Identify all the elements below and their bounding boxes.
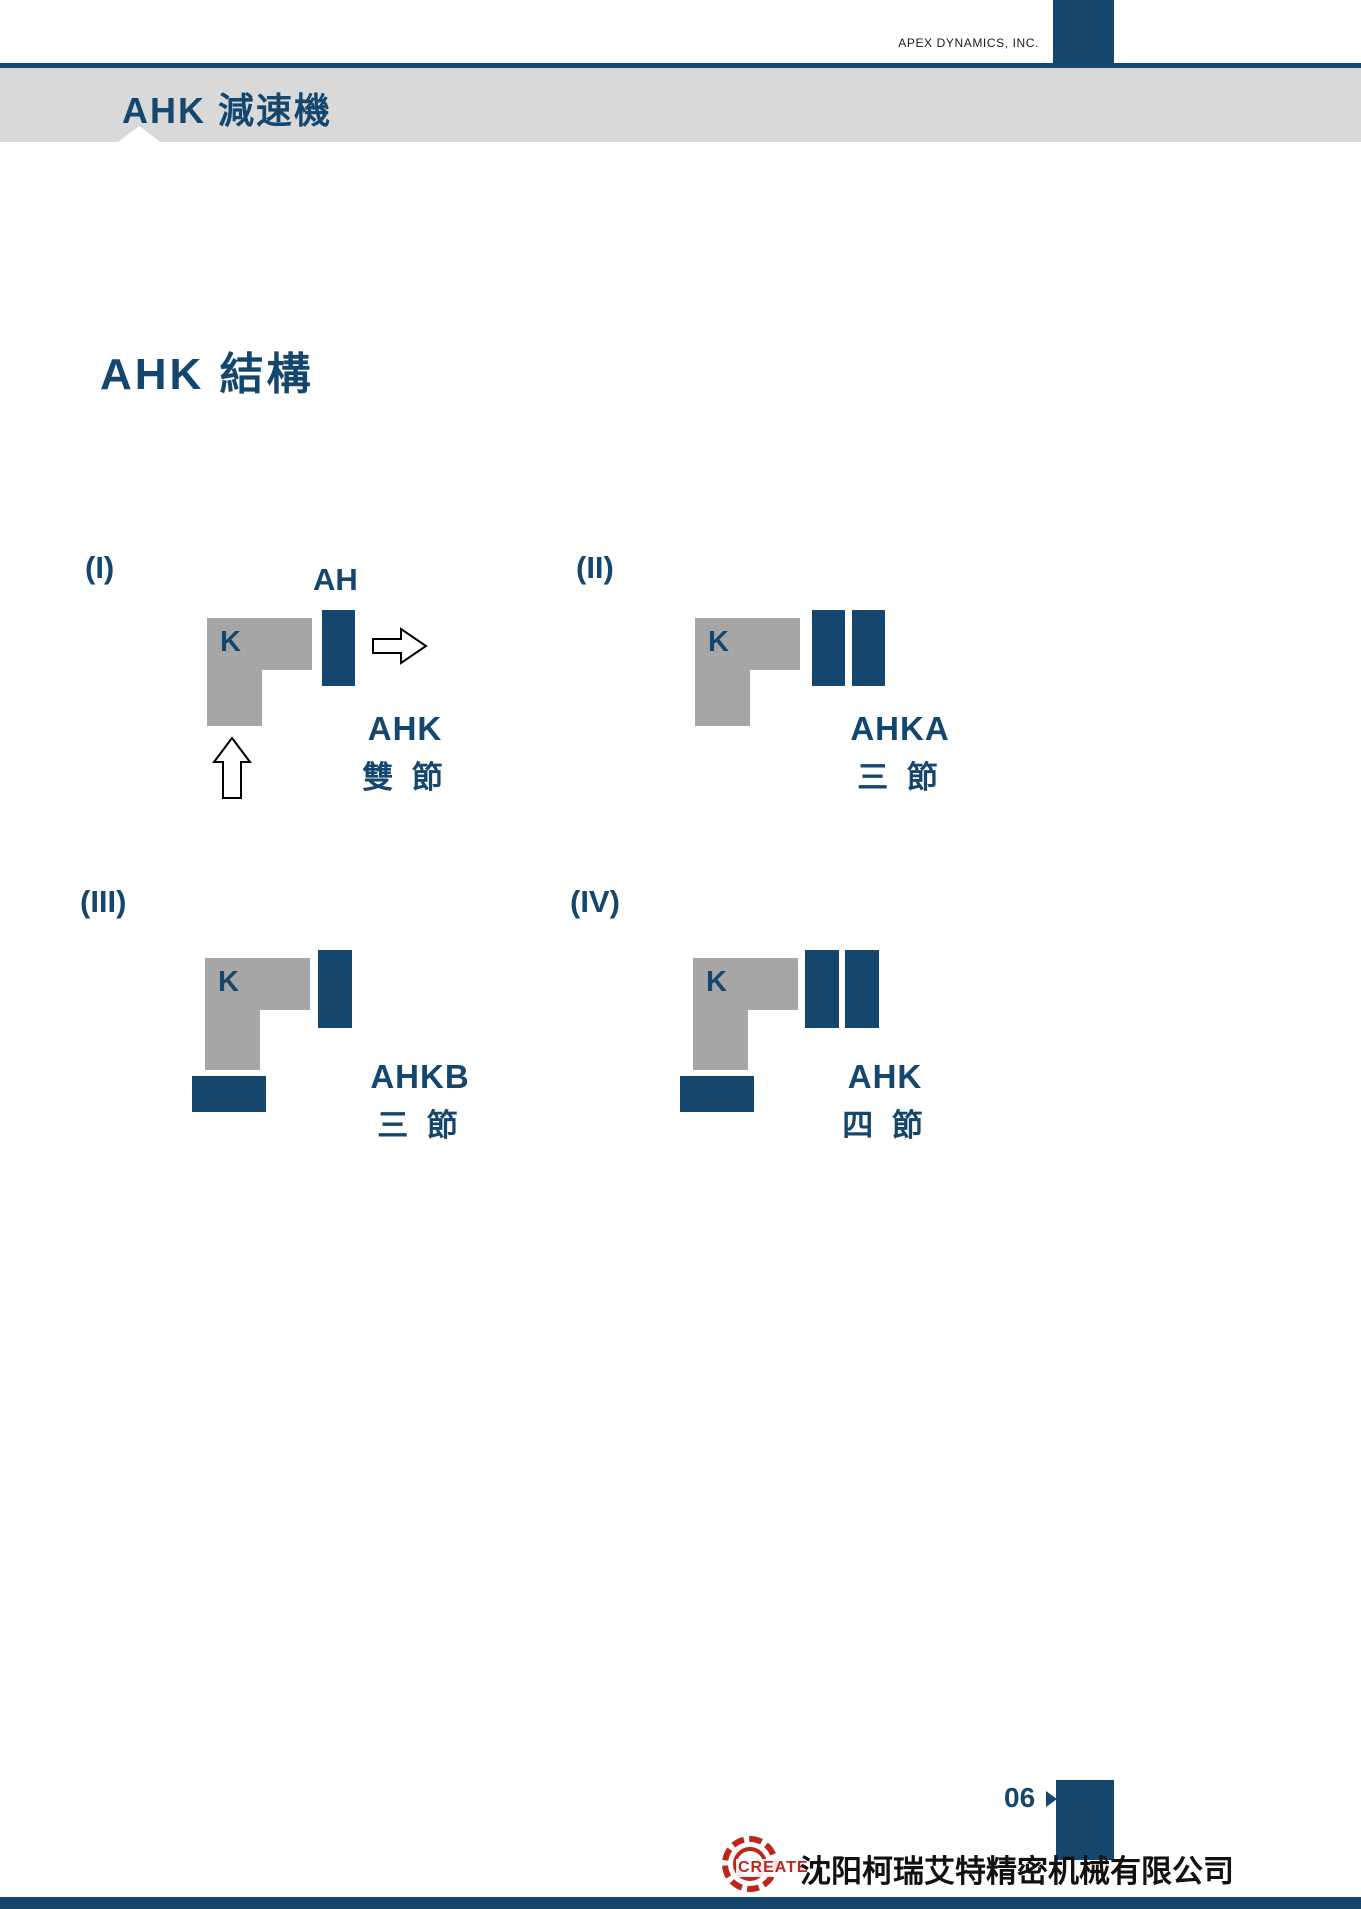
diagram4-stages: 四 節 <box>842 1108 928 1143</box>
diagram4-bottom-block <box>680 1076 754 1112</box>
right-arrow-icon <box>372 627 428 665</box>
k-label: K <box>708 626 729 658</box>
diagram3-index: (III) <box>80 884 127 919</box>
diagram1-index: (I) <box>85 550 115 585</box>
banner-notch <box>118 126 160 142</box>
diagram4-code: AHK <box>847 1058 923 1095</box>
header-rule <box>0 63 1361 68</box>
top-corner-block <box>1053 0 1114 63</box>
k-label: K <box>220 626 241 658</box>
diagram3-bottom-block <box>192 1076 266 1112</box>
diagram2-l-shape: K <box>695 618 800 730</box>
diagram3-stages: 三 節 <box>377 1108 463 1143</box>
diagram2-gearbox-block-2 <box>852 610 885 686</box>
section-title: AHK 結構 <box>100 350 314 399</box>
diagram4-gearbox-block-1 <box>805 950 839 1028</box>
l-shape-vertical <box>207 618 262 726</box>
diagram1-shaft-label: AH <box>313 562 358 597</box>
diagram1-stages: 雙 節 <box>362 760 448 795</box>
footer-company-name: 沈阳柯瑞艾特精密机械有限公司 <box>800 1854 1234 1889</box>
k-label: K <box>706 966 727 998</box>
diagram3-l-shape: K <box>205 958 310 1070</box>
diagram3-gearbox-block <box>318 950 352 1028</box>
diagram2-gearbox-block-1 <box>812 610 845 686</box>
diagram2-code: AHKA <box>850 710 950 747</box>
create-logo-text: CREATE <box>736 1859 811 1877</box>
diagram2-index: (II) <box>576 550 614 585</box>
diagram1-gearbox-block <box>322 610 355 686</box>
l-shape-vertical <box>695 618 750 726</box>
bottom-corner-block <box>1056 1780 1114 1860</box>
up-arrow-icon <box>212 736 252 799</box>
l-shape-vertical <box>205 958 260 1070</box>
diagram1-l-shape: K <box>207 618 312 730</box>
diagram4-l-shape: K <box>693 958 798 1070</box>
diagram3-code: AHKB <box>370 1058 470 1095</box>
page-arrow-icon <box>1046 1791 1057 1807</box>
diagram4-index: (IV) <box>570 884 620 919</box>
diagram2-stages: 三 節 <box>857 760 943 795</box>
brand-text: APEX DYNAMICS, INC. <box>898 36 1039 50</box>
banner-title: AHK 減速機 <box>122 90 332 131</box>
title-banner: AHK 減速機 <box>0 68 1361 142</box>
diagram4-gearbox-block-2 <box>845 950 879 1028</box>
bottom-rule <box>0 1897 1361 1909</box>
page-number: 06 <box>1004 1782 1036 1813</box>
diagram1-code: AHK <box>367 710 443 747</box>
k-label: K <box>218 966 239 998</box>
l-shape-vertical <box>693 958 748 1070</box>
